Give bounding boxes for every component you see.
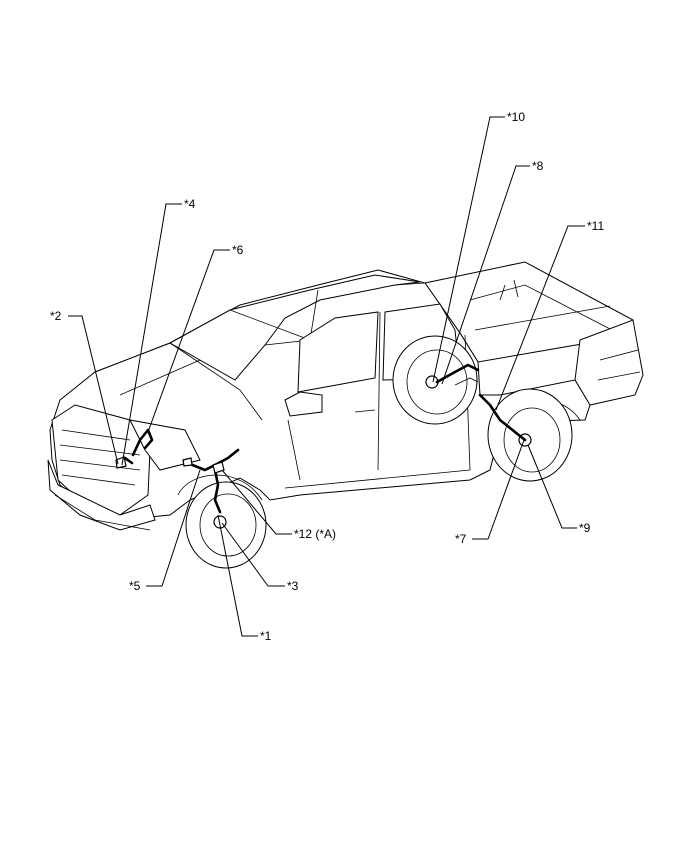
callout-2: *2 (50, 309, 62, 323)
callout-7: *7 (455, 532, 467, 546)
front-wheel (185, 481, 267, 569)
callout-3: *3 (287, 579, 299, 593)
callout-6: *6 (232, 243, 244, 257)
callout-4: *4 (184, 197, 196, 211)
center-wheel (392, 335, 478, 425)
callout-10: *10 (507, 110, 525, 124)
callout-9: *9 (579, 521, 591, 535)
leader-lines (68, 116, 585, 637)
callout-12: *12 (*A) (294, 527, 336, 541)
callout-8: *8 (532, 159, 544, 173)
callout-5: *5 (129, 579, 141, 593)
callout-1: *1 (260, 629, 272, 643)
callout-labels: *10 *8 *4 *6 *11 *2 *12 (*A) *7 *9 *3 *5… (50, 110, 604, 643)
pickup-truck-illustration (47, 261, 644, 569)
callout-11: *11 (587, 219, 604, 233)
rear-wheel (487, 388, 573, 482)
